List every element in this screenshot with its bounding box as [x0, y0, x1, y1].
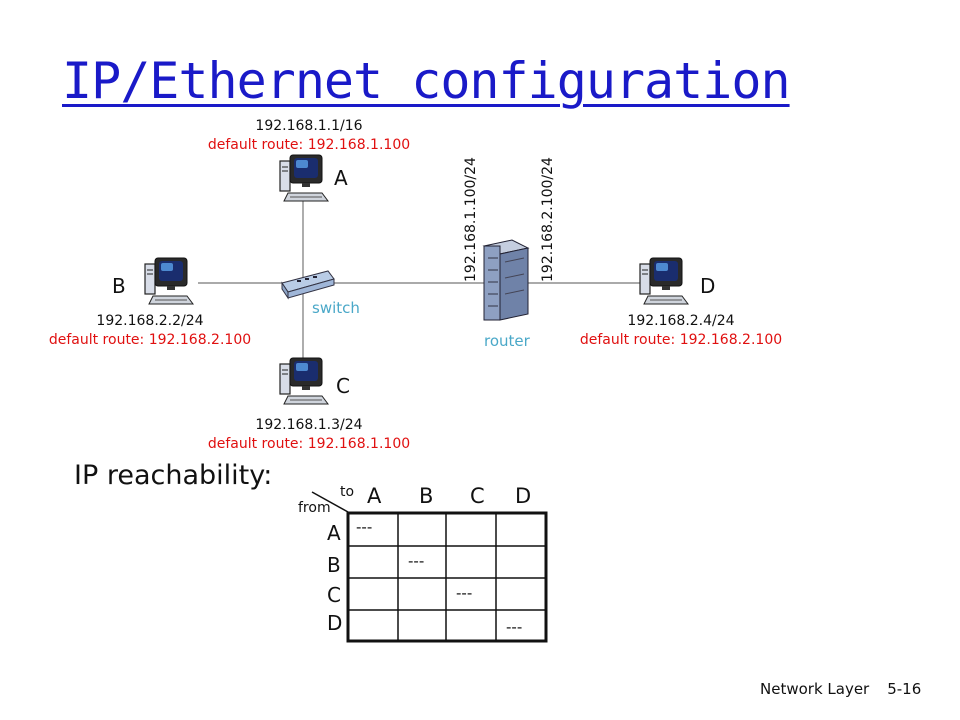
- footer-page: 5-16: [887, 680, 922, 698]
- host-b-label: B: [112, 274, 126, 298]
- column-header-d: D: [515, 484, 532, 508]
- host-c-label: C: [336, 374, 350, 398]
- host-a-computer-icon: [279, 154, 329, 202]
- reachability-grid: [311, 491, 548, 643]
- host-b-route: default route: 192.168.2.100: [48, 332, 252, 348]
- host-c-computer-icon: [279, 357, 329, 405]
- row-header-b: B: [327, 553, 341, 577]
- host-b-ip: 192.168.2.2/24: [96, 313, 204, 329]
- host-a-label: A: [334, 166, 348, 190]
- reachability-title: IP reachability:: [74, 460, 273, 491]
- switch-icon: [281, 270, 335, 300]
- host-c-route: default route: 192.168.1.100: [207, 436, 411, 452]
- router-ip-right: 192.168.2.100/24: [540, 157, 556, 282]
- column-header-b: B: [419, 484, 434, 508]
- cell-a-a: ---: [356, 518, 373, 536]
- host-a-ip: 192.168.1.1/16: [255, 118, 363, 134]
- host-c-ip: 192.168.1.3/24: [255, 417, 363, 433]
- router-ip-left: 192.168.1.100/24: [463, 157, 479, 282]
- row-header-d: D: [327, 611, 343, 635]
- column-header-a: A: [367, 484, 382, 508]
- host-d-computer-icon: [639, 257, 689, 305]
- host-d-label: D: [700, 274, 716, 298]
- footer: Network Layer 5-16: [760, 680, 921, 698]
- cell-b-b: ---: [408, 552, 425, 570]
- host-d-ip: 192.168.2.4/24: [627, 313, 735, 329]
- router-icon: [482, 239, 530, 321]
- column-header-c: C: [470, 484, 485, 508]
- footer-chapter: Network Layer: [760, 680, 870, 698]
- host-d-route: default route: 192.168.2.100: [579, 332, 783, 348]
- host-a-route: default route: 192.168.1.100: [207, 137, 411, 153]
- host-b-computer-icon: [144, 257, 194, 305]
- router-label: router: [484, 332, 530, 350]
- cell-d-d: ---: [506, 618, 523, 636]
- to-label: to: [340, 484, 355, 500]
- cell-c-c: ---: [456, 584, 473, 602]
- from-label: from: [298, 500, 331, 516]
- row-header-a: A: [327, 521, 341, 545]
- row-header-c: C: [327, 583, 341, 607]
- switch-label: switch: [312, 299, 360, 317]
- page-title: IP/Ethernet configuration: [62, 52, 791, 110]
